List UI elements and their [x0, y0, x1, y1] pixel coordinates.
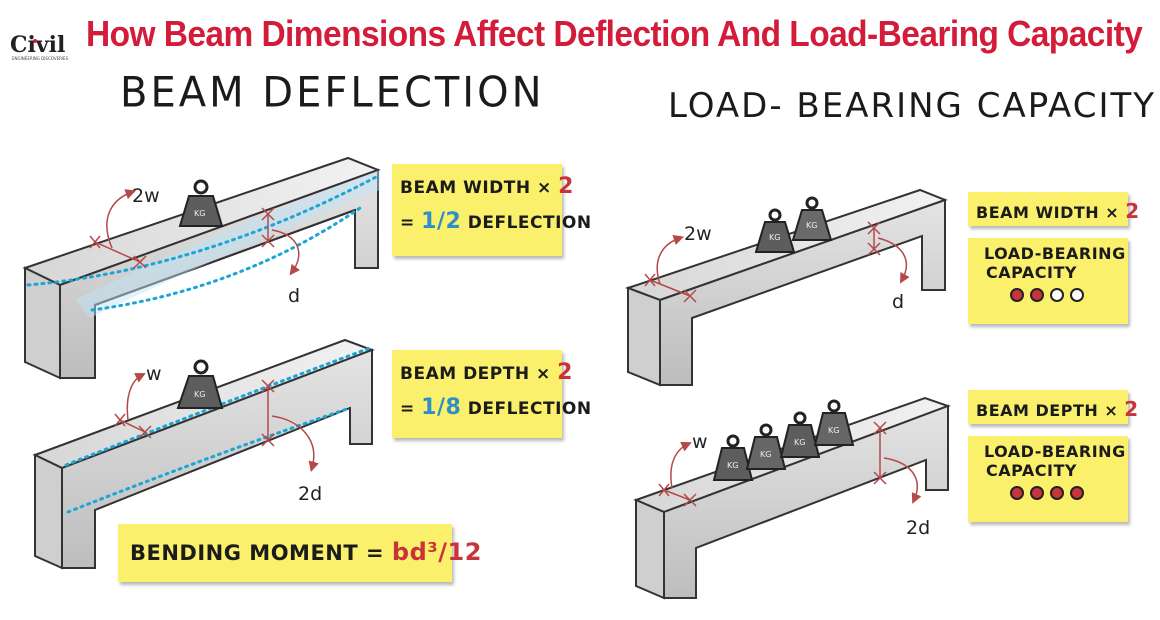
rating-dot-filled — [1070, 486, 1084, 500]
note-beam-depth-deflection: BEAM DEPTH × 2 = 1/8 DEFLECTION — [392, 350, 591, 438]
logo-text: Civil — [10, 32, 65, 58]
right-beam1-width-label: 2w — [684, 223, 712, 245]
svg-text:KG: KG — [194, 390, 205, 399]
right-beam-wide: 2w d KG KG — [625, 188, 948, 387]
left-beam1-weight: KG — [178, 179, 224, 227]
heading-load-bearing-capacity: LOAD- BEARING CAPACITY — [668, 86, 1157, 126]
left-beam1-width-label: 2w — [132, 185, 160, 207]
note-right-width-capacity: LOAD-BEARING CAPACITY — [968, 238, 1128, 324]
note-right-depth-capacity: LOAD-BEARING CAPACITY — [968, 436, 1128, 522]
capacity-rating-depth — [984, 486, 1128, 500]
rating-dot-filled — [1030, 486, 1044, 500]
right-beam2-width-label: w — [692, 431, 708, 453]
civil-logo: Civil ENGINEERING DISCOVERIES — [10, 32, 69, 61]
right-beam2-depth-label: 2d — [906, 517, 930, 539]
note-beam-width-deflection: BEAM WIDTH × 2 = 1/2 DEFLECTION — [392, 164, 591, 256]
note-right-beam-depth: BEAM DEPTH × 2 — [968, 390, 1138, 424]
left-beam-deep: w 2d KG — [32, 338, 375, 570]
deflection-curve-top — [26, 174, 380, 287]
left-beam-wide: 2w d KG — [22, 156, 381, 380]
svg-text:KG: KG — [794, 438, 805, 447]
rating-dot-filled — [1030, 288, 1044, 302]
right-beam2-weights: KG KG KG KG — [712, 399, 855, 481]
svg-text:KG: KG — [828, 426, 839, 435]
svg-text:KG: KG — [769, 233, 780, 242]
rating-dot-filled — [1010, 288, 1024, 302]
heading-beam-deflection: BEAM DEFLECTION — [120, 68, 545, 118]
svg-text:KG: KG — [194, 209, 205, 218]
svg-text:KG: KG — [806, 221, 817, 230]
rating-dot-empty — [1050, 288, 1064, 302]
left-beam2-weight: KG — [176, 359, 224, 409]
deflection-shading — [75, 170, 380, 318]
svg-text:KG: KG — [760, 450, 771, 459]
left-beam1-depth-label: d — [288, 285, 300, 307]
deflection-curve-bottom — [90, 206, 362, 312]
note-bending-moment-formula: BENDING MOMENT = bd³/12 — [118, 524, 481, 582]
rating-dot-filled — [1010, 486, 1024, 500]
left-beam2-width-label: w — [146, 363, 162, 385]
capacity-rating-width — [984, 288, 1128, 302]
rating-dot-empty — [1070, 288, 1084, 302]
page-title: How Beam Dimensions Affect Deflection An… — [86, 13, 1143, 54]
right-beam1-weights: KG KG — [754, 196, 833, 253]
left-beam2-depth-label: 2d — [298, 483, 322, 505]
logo-tagline: ENGINEERING DISCOVERIES — [12, 56, 69, 61]
note-right-beam-width: BEAM WIDTH × 2 — [968, 192, 1139, 226]
svg-text:KG: KG — [727, 461, 738, 470]
right-beam-deep: w 2d KG KG KG KG — [633, 396, 951, 600]
logo-accent-icon — [33, 39, 37, 43]
right-beam1-depth-label: d — [892, 291, 904, 313]
rating-dot-filled — [1050, 486, 1064, 500]
